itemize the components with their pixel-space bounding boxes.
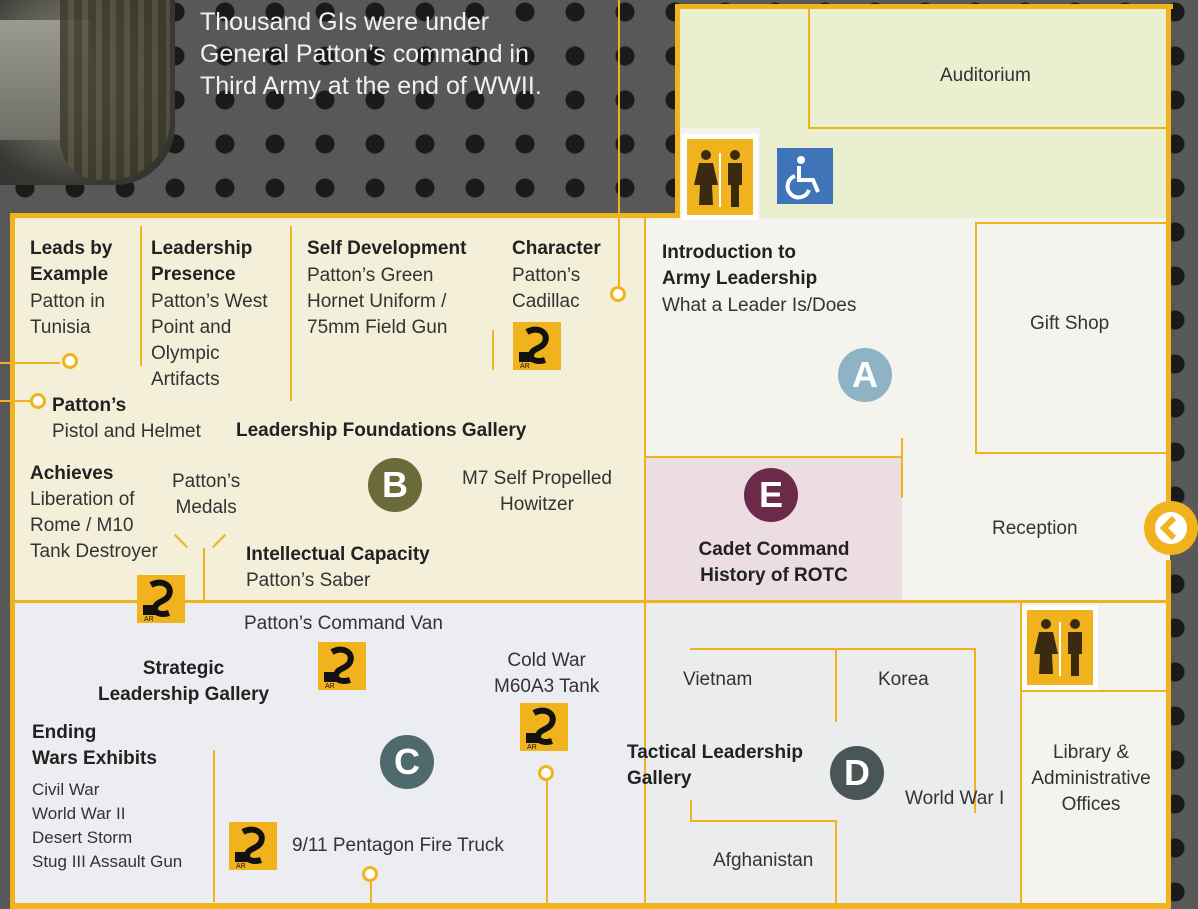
ww1-label: World War I: [905, 788, 1005, 809]
marker-dot: [538, 765, 554, 781]
gallery-b-title: Leadership Foundations Gallery: [236, 420, 527, 441]
gallery-e-marker: E: [744, 468, 798, 522]
gift-shop-label: Gift Shop: [1030, 313, 1110, 334]
library-label: Library & Administrative Offices: [1031, 742, 1151, 815]
ending-wars-title: Ending Wars Exhibits: [32, 722, 157, 769]
self-development-title: Self Development: [307, 238, 467, 259]
leads-by-example-title: Leads by Example: [30, 238, 113, 285]
intellectual-capacity-text: Patton’s Saber: [246, 570, 371, 591]
character-title: Character: [512, 238, 601, 259]
gallery-e-title: Cadet Command History of ROTC: [698, 539, 850, 586]
intro-caption: Thousand GIs were under General Patton’s…: [200, 8, 542, 100]
svg-text:AR: AR: [527, 744, 537, 751]
pistol-text: Pistol and Helmet: [52, 421, 201, 442]
ar-icon: AR: [229, 822, 277, 870]
gallery-d-marker: D: [830, 746, 884, 800]
achieves-text: Liberation of Rome / M10 Tank Destroyer: [30, 489, 158, 562]
ar-icon: AR: [318, 642, 366, 690]
ending-wars-text: Civil War World War II Desert Storm Stug…: [32, 780, 183, 871]
restroom-icon: [1022, 605, 1098, 690]
fire-truck-label: 9/11 Pentagon Fire Truck: [292, 835, 504, 856]
svg-text:AR: AR: [325, 683, 335, 690]
marker-dot: [30, 393, 46, 409]
afghanistan-label: Afghanistan: [713, 850, 814, 871]
marker-dot: [62, 353, 78, 369]
self-development-text: Patton’s Green Hornet Uniform / 75mm Fie…: [307, 265, 448, 338]
marker-dot: [362, 866, 378, 882]
leadership-presence-text: Patton’s West Point and Olympic Artifact…: [151, 291, 268, 390]
gallery-d-title: Tactical Leadership Gallery: [627, 742, 803, 789]
korea-label: Korea: [878, 669, 929, 690]
pistol-title: Patton’s: [52, 395, 127, 416]
gallery-a-subtitle: What a Leader Is/Does: [662, 295, 857, 316]
ar-icon: AR: [520, 703, 568, 751]
accessible-icon: [777, 148, 833, 204]
marker-dot: [610, 286, 626, 302]
gallery-a-title: Introduction to Army Leadership: [662, 242, 818, 289]
svg-text:AR: AR: [520, 363, 530, 370]
gallery-a-marker: A: [838, 348, 892, 402]
tire-photo: [0, 0, 175, 185]
ar-icon: AR: [513, 322, 561, 370]
ar-icon: AR: [137, 575, 185, 623]
entrance-arrow-icon: [1144, 501, 1198, 555]
leads-by-example-text: Patton in Tunisia: [30, 291, 105, 338]
gallery-b-marker: B: [368, 458, 422, 512]
medals-label: Patton’s Medals: [172, 471, 241, 518]
reception-label: Reception: [992, 518, 1078, 539]
gallery-c-marker: C: [380, 735, 434, 789]
character-text: Patton’s Cadillac: [512, 265, 581, 312]
m7-label: M7 Self Propelled Howitzer: [462, 468, 612, 515]
leadership-presence-title: Leadership Presence: [151, 238, 253, 285]
vietnam-label: Vietnam: [683, 669, 753, 690]
auditorium-label: Auditorium: [940, 65, 1031, 86]
intellectual-capacity-title: Intellectual Capacity: [246, 544, 430, 565]
cold-war-label: Cold War M60A3 Tank: [494, 650, 600, 697]
achieves-title: Achieves: [30, 463, 114, 484]
svg-text:AR: AR: [144, 616, 154, 623]
svg-text:AR: AR: [236, 863, 246, 870]
gallery-c-title: Strategic Leadership Gallery: [98, 658, 270, 705]
restroom-icon: [682, 134, 758, 220]
command-van-label: Patton’s Command Van: [244, 613, 443, 634]
